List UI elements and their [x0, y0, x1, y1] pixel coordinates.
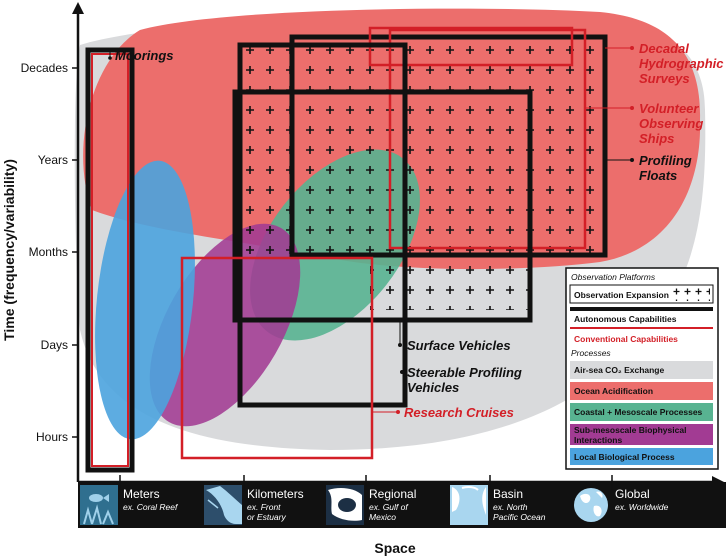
gulf-map-icon — [326, 485, 364, 525]
scale-meters-example: ex. Coral Reef — [123, 502, 179, 512]
globe-icon — [572, 485, 610, 525]
scale-global: Global ex. Worldwide — [572, 475, 669, 525]
legend: Observation Platforms Observation Expans… — [565, 267, 719, 470]
scale-regional-example-1: ex. Gulf of — [369, 502, 409, 512]
y-tick-months: Months — [29, 245, 68, 259]
surface-vehicles-label: Surface Vehicles — [407, 338, 511, 353]
scale-basin-name: Basin — [493, 487, 523, 501]
scale-global-name: Global — [615, 487, 650, 501]
decadal-surveys-label-3: Surveys — [639, 71, 690, 86]
callouts: Moorings Decadal Hydrographic Surveys Vo… — [108, 41, 724, 420]
y-ticks: Decades Years Months Days Hours — [21, 61, 78, 444]
scale-meters-name: Meters — [123, 487, 160, 501]
local-biological-region — [95, 160, 195, 440]
spatial-scale-bar: Meters ex. Coral Reef Kilometers ex. Fro… — [78, 475, 726, 528]
y-axis-arrow — [72, 2, 84, 14]
legend-process-local: Local Biological Process — [574, 452, 675, 462]
scale-regional-name: Regional — [369, 487, 416, 501]
legend-conventional: Conventional Capabilities — [574, 334, 678, 344]
legend-expansion: Observation Expansion — [574, 290, 669, 300]
profiling-floats-label-1: Profiling — [639, 153, 692, 168]
profiling-floats-label-2: Floats — [639, 168, 677, 183]
scale-kilometers-example-2: or Estuary — [247, 512, 286, 522]
scale-basin-example-2: Pacific Ocean — [493, 512, 546, 522]
scale-global-example: ex. Worldwide — [615, 502, 669, 512]
fish-coral-icon — [80, 485, 118, 525]
legend-processes-heading: Processes — [571, 348, 611, 358]
legend-platforms-heading: Observation Platforms — [571, 272, 656, 282]
legend-process-submeso-2: Interactions — [574, 435, 622, 445]
y-tick-days: Days — [41, 338, 68, 352]
legend-autonomous: Autonomous Capabilities — [574, 314, 677, 324]
volunteer-ships-box — [388, 28, 587, 250]
y-axis-title: Time (frequency/variability) — [1, 159, 17, 341]
scale-kilometers: Kilometers ex. Front or Estuary — [204, 475, 304, 525]
volunteer-ships-label-2: Observing — [639, 116, 703, 131]
y-tick-years: Years — [38, 153, 68, 167]
scale-basin-example-1: ex. North — [493, 502, 528, 512]
research-cruises-box — [180, 256, 374, 460]
legend-process-airsea: Air-sea CO₂ Exchange — [574, 365, 664, 375]
profiling-floats-box — [289, 34, 608, 258]
legend-process-acidification: Ocean Acidification — [574, 386, 653, 396]
moorings-label: Moorings — [115, 48, 174, 63]
scale-kilometers-example-1: ex. Front — [247, 502, 281, 512]
submeso-biophysical-region — [149, 223, 301, 427]
scale-regional-example-2: Mexico — [369, 512, 396, 522]
decadal-surveys-label-2: Hydrographic — [639, 56, 724, 71]
volunteer-ships-label-3: Ships — [639, 131, 674, 146]
steerable-vehicles-box — [237, 42, 408, 408]
scale-kilometers-name: Kilometers — [247, 487, 304, 501]
volunteer-ships-label-1: Volunteer — [639, 101, 699, 116]
expansion-area-floats — [240, 45, 605, 255]
surface-vehicles-box — [232, 89, 533, 323]
x-axis-title: Space — [374, 540, 415, 556]
decadal-surveys-label-1: Decadal — [639, 41, 689, 56]
steerable-vehicles-label-2: Vehicles — [407, 380, 459, 395]
scale-basin: Basin ex. North Pacific Ocean — [450, 475, 546, 525]
scale-regional: Regional ex. Gulf of Mexico — [326, 475, 416, 525]
research-cruises-label: Research Cruises — [404, 405, 514, 420]
basin-map-icon — [450, 485, 488, 525]
steerable-vehicles-label-1: Steerable Profiling — [407, 365, 522, 380]
scale-meters: Meters ex. Coral Reef — [80, 475, 179, 525]
expansion-area-surface — [370, 255, 530, 310]
legend-process-coastal: Coastal + Mesoscale Processes — [574, 407, 703, 417]
legend-process-submeso-1: Sub-mesoscale Biophysical — [574, 425, 686, 435]
y-tick-decades: Decades — [21, 61, 68, 75]
estuary-map-icon — [204, 485, 242, 525]
y-tick-hours: Hours — [36, 430, 68, 444]
